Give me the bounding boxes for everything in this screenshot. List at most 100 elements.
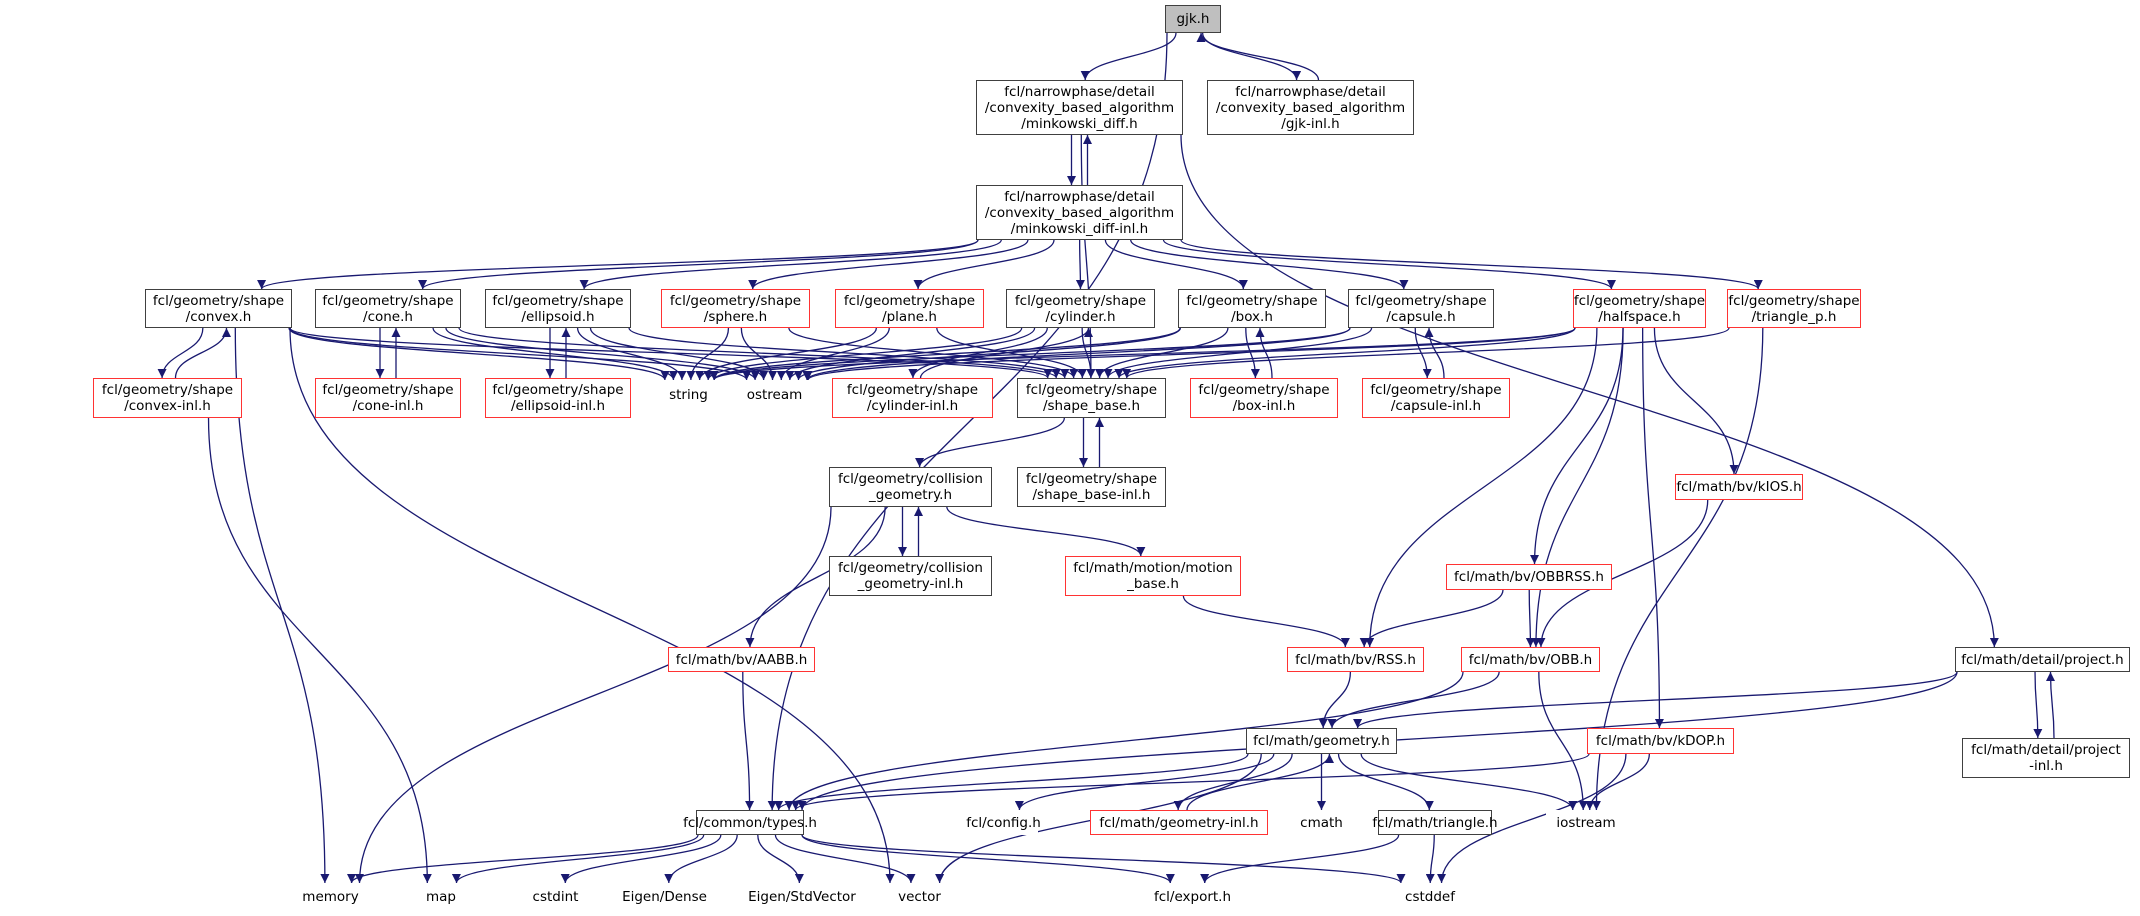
edge-halfspace-to-obbrss bbox=[1530, 327, 1624, 565]
node-cone[interactable]: fcl/geometry/shape /cone.h bbox=[315, 289, 461, 328]
node-rss[interactable]: fcl/math/bv/RSS.h bbox=[1287, 647, 1424, 672]
node-label: fcl/geometry/collision _geometry-inl.h bbox=[838, 560, 983, 592]
node-cmath[interactable]: cmath bbox=[1296, 810, 1347, 835]
edge-box-to-boxinl bbox=[1245, 327, 1260, 379]
edge-obb-to-iostream bbox=[1538, 671, 1588, 811]
node-label: fcl/geometry/shape /cylinder-inl.h bbox=[846, 382, 979, 414]
node-coneinl[interactable]: fcl/geometry/shape /cone-inl.h bbox=[315, 378, 461, 418]
edge-mdiff-to-project bbox=[1180, 134, 1999, 648]
node-label: fcl/geometry/shape /triangle_p.h bbox=[1728, 292, 1860, 325]
node-label: fcl/geometry/shape /cone-inl.h bbox=[322, 382, 454, 414]
node-ostream[interactable]: ostream bbox=[739, 380, 810, 410]
node-capsule[interactable]: fcl/geometry/shape /capsule.h bbox=[1348, 289, 1494, 328]
node-label: fcl/geometry/shape /cylinder.h bbox=[1014, 292, 1147, 325]
edge-convexinl-to-map bbox=[207, 417, 432, 884]
node-shapebaseinl[interactable]: fcl/geometry/shape /shape_base-inl.h bbox=[1017, 467, 1166, 507]
edge-geometry-to-triangle bbox=[1337, 753, 1434, 811]
node-map[interactable]: map bbox=[415, 883, 467, 910]
node-convexinl[interactable]: fcl/geometry/shape /convex-inl.h bbox=[93, 378, 242, 418]
node-cstddef[interactable]: cstddef bbox=[1399, 883, 1461, 910]
edge-obbrss-to-rss bbox=[1359, 589, 1504, 648]
edge-mdiffinl-to-box bbox=[1104, 239, 1248, 290]
node-ellipsoid[interactable]: fcl/geometry/shape /ellipsoid.h bbox=[485, 289, 631, 328]
node-label: fcl/geometry/shape /shape_base-inl.h bbox=[1025, 471, 1158, 503]
node-plane[interactable]: fcl/geometry/shape /plane.h bbox=[835, 289, 984, 328]
node-cstdint[interactable]: cstdint bbox=[522, 883, 589, 910]
node-label: fcl/narrowphase/detail /convexity_based_… bbox=[984, 188, 1175, 237]
edge-mdiffinl-to-convex bbox=[257, 239, 979, 290]
node-label: fcl/geometry/shape /capsule.h bbox=[1355, 292, 1487, 325]
edge-kdop-to-cstddef bbox=[1437, 753, 1627, 884]
node-sphere[interactable]: fcl/geometry/shape /sphere.h bbox=[661, 289, 810, 328]
node-label: map bbox=[426, 888, 456, 905]
node-kios[interactable]: fcl/math/bv/kIOS.h bbox=[1675, 474, 1803, 500]
node-mdiff[interactable]: fcl/narrowphase/detail /convexity_based_… bbox=[976, 80, 1183, 135]
node-label: fcl/geometry/shape /ellipsoid.h bbox=[492, 292, 624, 325]
node-config[interactable]: fcl/config.h bbox=[966, 810, 1041, 835]
node-iostream[interactable]: iostream bbox=[1546, 810, 1626, 835]
node-box[interactable]: fcl/geometry/shape /box.h bbox=[1178, 289, 1326, 328]
node-motionbase[interactable]: fcl/math/motion/motion _base.h bbox=[1065, 556, 1241, 596]
node-aabb[interactable]: fcl/math/bv/AABB.h bbox=[668, 647, 815, 672]
node-project[interactable]: fcl/math/detail/project.h bbox=[1955, 647, 2130, 672]
node-eigenstdvector[interactable]: Eigen/StdVector bbox=[740, 883, 864, 910]
node-collgeom[interactable]: fcl/geometry/collision _geometry.h bbox=[829, 467, 992, 507]
node-geometry[interactable]: fcl/math/geometry.h bbox=[1246, 728, 1397, 754]
node-gjk[interactable]: gjk.h bbox=[1165, 5, 1221, 33]
node-label: fcl/math/geometry.h bbox=[1253, 733, 1390, 749]
node-trianglep[interactable]: fcl/geometry/shape /triangle_p.h bbox=[1727, 289, 1861, 328]
node-boxinl[interactable]: fcl/geometry/shape /box-inl.h bbox=[1190, 378, 1338, 418]
node-ellipsoidinl[interactable]: fcl/geometry/shape /ellipsoid-inl.h bbox=[485, 378, 631, 418]
edge-mdiffinl-to-plane bbox=[913, 239, 1055, 290]
node-mdiffinl[interactable]: fcl/narrowphase/detail /convexity_based_… bbox=[976, 185, 1183, 240]
node-label: fcl/geometry/shape /sphere.h bbox=[669, 292, 802, 325]
edge-obb-to-types bbox=[784, 671, 1464, 811]
edge-boxinl-to-box bbox=[1255, 327, 1273, 379]
edge-gjk-to-mdiff bbox=[1080, 32, 1177, 81]
node-halfspace[interactable]: fcl/geometry/shape /halfspace.h bbox=[1573, 289, 1706, 328]
edge-sphere-to-ostream bbox=[740, 327, 778, 381]
node-label: fcl/math/detail/project.h bbox=[1961, 651, 2124, 668]
node-obbrss[interactable]: fcl/math/bv/OBBRSS.h bbox=[1446, 564, 1612, 590]
node-vector[interactable]: vector bbox=[888, 883, 951, 910]
node-string[interactable]: string bbox=[661, 380, 716, 410]
node-export[interactable]: fcl/export.h bbox=[1145, 883, 1240, 910]
node-label: vector bbox=[898, 888, 941, 905]
edge-halfspace-to-obb bbox=[1531, 327, 1624, 648]
edge-triangle-to-cstddef bbox=[1425, 834, 1435, 884]
node-obb[interactable]: fcl/math/bv/OBB.h bbox=[1461, 647, 1600, 672]
edge-cylinder-to-string bbox=[703, 327, 1023, 381]
edge-halfspace-to-ostream bbox=[803, 327, 1576, 381]
edge-gjk-to-gjkinl bbox=[1201, 32, 1302, 81]
edge-types-to-cstdint bbox=[560, 834, 722, 884]
node-label: fcl/geometry/shape /shape_base.h bbox=[1025, 382, 1158, 414]
node-triangle[interactable]: fcl/math/triangle.h bbox=[1372, 810, 1498, 835]
node-capsuleinl[interactable]: fcl/geometry/shape /capsule-inl.h bbox=[1362, 378, 1510, 418]
edge-ellipsoid-to-shapebase bbox=[628, 327, 1070, 379]
node-collgeominl[interactable]: fcl/geometry/collision _geometry-inl.h bbox=[829, 556, 992, 596]
node-convex[interactable]: fcl/geometry/shape /convex.h bbox=[145, 289, 292, 328]
edge-capsule-to-ostream bbox=[802, 327, 1351, 381]
node-projectinl[interactable]: fcl/math/detail/project -inl.h bbox=[1962, 738, 2130, 778]
node-label: fcl/math/bv/kIOS.h bbox=[1676, 479, 1802, 495]
edge-types-to-memory bbox=[347, 834, 699, 884]
node-label: fcl/math/bv/OBB.h bbox=[1468, 651, 1593, 668]
node-label: ostream bbox=[746, 387, 803, 403]
node-geometryinl[interactable]: fcl/math/geometry-inl.h bbox=[1090, 810, 1268, 835]
node-eigendense[interactable]: Eigen/Dense bbox=[613, 883, 716, 910]
node-label: fcl/geometry/shape /plane.h bbox=[843, 292, 976, 325]
node-cylinderinl[interactable]: fcl/geometry/shape /cylinder-inl.h bbox=[832, 378, 993, 418]
node-kdop[interactable]: fcl/math/bv/kDOP.h bbox=[1587, 728, 1734, 754]
node-label: fcl/math/geometry-inl.h bbox=[1099, 814, 1259, 831]
edge-ellipsoid-to-string bbox=[576, 327, 687, 381]
node-shapebase[interactable]: fcl/geometry/shape /shape_base.h bbox=[1017, 378, 1166, 418]
edge-rss-to-geometry bbox=[1318, 671, 1352, 729]
edge-sphere-to-string bbox=[686, 327, 730, 381]
edge-geometry-to-types bbox=[774, 753, 1249, 811]
node-gjkinl[interactable]: fcl/narrowphase/detail /convexity_based_… bbox=[1207, 80, 1414, 135]
node-cylinder[interactable]: fcl/geometry/shape /cylinder.h bbox=[1006, 289, 1155, 328]
edge-plane-to-string bbox=[695, 327, 877, 381]
node-types[interactable]: fcl/common/types.h bbox=[683, 810, 817, 835]
node-memory[interactable]: memory bbox=[292, 883, 369, 910]
